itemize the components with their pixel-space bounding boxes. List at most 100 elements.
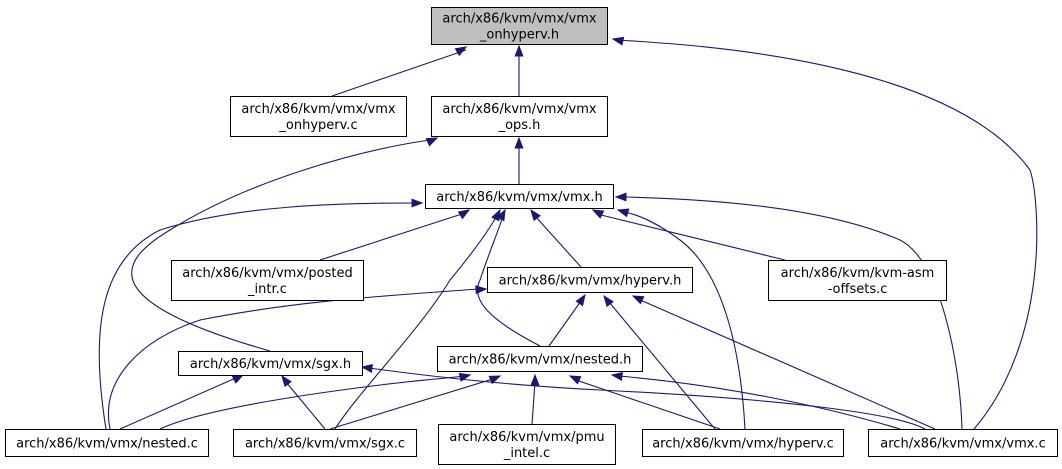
arrowhead-icon [454, 46, 468, 57]
arrowhead-icon [491, 208, 501, 222]
arrowhead-icon [591, 209, 605, 219]
node-box[interactable] [5, 429, 209, 457]
node-pmu-intel-c[interactable]: arch/x86/kvm/vmx/pmu_intel.c [438, 424, 616, 465]
node-box[interactable] [230, 96, 407, 137]
node-label: arch/x86/kvm/vmx/hyperv.c [652, 437, 834, 452]
node-ops-h[interactable]: arch/x86/kvm/vmx/vmx_ops.h [431, 96, 608, 137]
node-box[interactable] [233, 429, 417, 457]
node-box[interactable] [438, 424, 616, 465]
edge-line [618, 375, 901, 430]
node-label: arch/x86/kvm/vmx/sgx.c [245, 437, 405, 452]
edge-line [159, 375, 465, 430]
edge-line [119, 376, 239, 430]
edge-nested_h-to-hyperv_h [548, 293, 586, 347]
edge-line [575, 379, 721, 430]
node-posted-intr-c[interactable]: arch/x86/kvm/vmx/posted_intr.c [171, 260, 364, 301]
arrowhead-icon [610, 372, 623, 381]
node-box[interactable] [178, 351, 363, 376]
arrowhead-icon [614, 192, 627, 202]
edge-pmu_intel_c-to-nested_h [530, 373, 540, 425]
node-label: _ops.h [498, 118, 541, 133]
arrowhead-icon [616, 208, 630, 218]
node-sgx-c[interactable]: arch/x86/kvm/vmx/sgx.c [233, 429, 417, 457]
node-box[interactable] [768, 260, 947, 301]
node-box[interactable] [868, 429, 1058, 457]
arrowhead-icon [425, 137, 439, 147]
node-label: arch/x86/kvm/vmx/nested.h [449, 353, 632, 368]
edge-nested_c-to-nested_h [159, 372, 472, 430]
edge-sgx_c-to-nested_h [329, 375, 502, 430]
node-label: arch/x86/kvm/vmx/vmx [442, 102, 596, 117]
edge-sgx_c-to-vmx_h [334, 208, 501, 430]
node-box[interactable] [425, 184, 614, 209]
edge-hyperv_c-to-vmx_h [616, 208, 746, 430]
arrowhead-icon [281, 374, 292, 388]
edge-vmx_c-to-hyperv_h [631, 295, 936, 430]
node-label: -offsets.c [828, 282, 888, 297]
edge-ops_h-to-onhyperv_h [514, 44, 524, 96]
edges-layer [98, 36, 1038, 430]
edge-line [329, 377, 497, 430]
node-label: arch/x86/kvm/kvm-asm [781, 266, 935, 281]
edge-line [476, 215, 541, 347]
node-label: arch/x86/kvm/vmx/hyperv.h [499, 274, 682, 289]
edge-line [331, 49, 467, 97]
arrowhead-icon [603, 294, 614, 308]
node-box[interactable] [431, 7, 608, 45]
edge-line [531, 381, 536, 425]
edge-line [319, 212, 466, 261]
edge-vmx_c-to-sgx_h [360, 364, 926, 430]
node-hyperv-c[interactable]: arch/x86/kvm/vmx/hyperv.c [642, 429, 844, 457]
edge-line [98, 202, 416, 430]
edge-line [334, 213, 499, 430]
edge-nested_c-to-vmx_h [98, 198, 424, 430]
node-label: _onhyperv.h [479, 28, 559, 43]
node-box[interactable] [437, 346, 643, 372]
node-label: arch/x86/kvm/vmx/vmx [241, 102, 395, 117]
edge-kvm_asm_offsets_c-to-vmx_h [591, 209, 786, 261]
node-onhyperv-h[interactable]: arch/x86/kvm/vmx/vmx_onhyperv.h [431, 7, 608, 45]
node-label: arch/x86/kvm/vmx/pmu [449, 430, 604, 445]
edge-line [623, 211, 746, 430]
edge-hyperv_c-to-hyperv_h [603, 294, 716, 430]
edge-line [608, 301, 716, 430]
node-kvm-asm-offsets-c[interactable]: arch/x86/kvm/kvm-asm-offsets.c [768, 260, 947, 301]
arrowhead-icon [457, 209, 471, 220]
edge-line [131, 139, 431, 352]
node-label: arch/x86/kvm/vmx/nested.c [16, 437, 198, 452]
edge-posted_intr_c-to-vmx_h [319, 209, 471, 261]
edge-line [637, 298, 936, 430]
edge-hyperv_c-to-nested_h [568, 375, 721, 430]
node-onhyperv-c[interactable]: arch/x86/kvm/vmx/vmx_onhyperv.c [230, 96, 407, 137]
node-box[interactable] [642, 429, 844, 457]
node-box[interactable] [431, 96, 608, 137]
node-nested-h[interactable]: arch/x86/kvm/vmx/nested.h [437, 346, 643, 372]
edge-line [368, 367, 926, 430]
node-box[interactable] [487, 267, 693, 293]
node-sgx-h[interactable]: arch/x86/kvm/vmx/sgx.h [178, 351, 363, 376]
edge-sgx_c-to-sgx_h [281, 374, 326, 430]
arrowhead-icon [360, 364, 373, 373]
node-vmx-h[interactable]: arch/x86/kvm/vmx/vmx.h [425, 184, 614, 209]
node-nested-c[interactable]: arch/x86/kvm/vmx/nested.c [5, 429, 209, 457]
arrowhead-icon [231, 374, 245, 384]
node-label: arch/x86/kvm/vmx/vmx [442, 12, 596, 27]
node-box[interactable] [171, 260, 364, 301]
edge-line [548, 300, 582, 347]
edge-sgx_h-to-ops_h [131, 137, 439, 352]
nodes-layer: arch/x86/kvm/vmx/vmx_onhyperv.harch/x86/… [5, 7, 1058, 465]
edge-onhyperv_c-to-onhyperv_h [331, 46, 468, 97]
node-label: _onhyperv.c [278, 118, 357, 133]
arrowhead-icon [530, 373, 540, 386]
arrowhead-icon [514, 44, 524, 57]
node-hyperv-h[interactable]: arch/x86/kvm/vmx/hyperv.h [487, 267, 693, 293]
edge-line [534, 215, 582, 268]
edge-nested_c-to-hyperv_h [108, 285, 488, 430]
node-vmx-c[interactable]: arch/x86/kvm/vmx/vmx.c [868, 429, 1058, 457]
edge-vmx_c-to-vmx_h [614, 192, 963, 430]
node-label: arch/x86/kvm/vmx/posted [182, 266, 352, 281]
edge-vmx_c-to-onhyperv_h [611, 36, 1038, 430]
edge-vmx_h-to-ops_h [514, 136, 524, 184]
node-label: arch/x86/kvm/vmx/sgx.h [190, 357, 351, 372]
arrowhead-icon [514, 136, 524, 149]
